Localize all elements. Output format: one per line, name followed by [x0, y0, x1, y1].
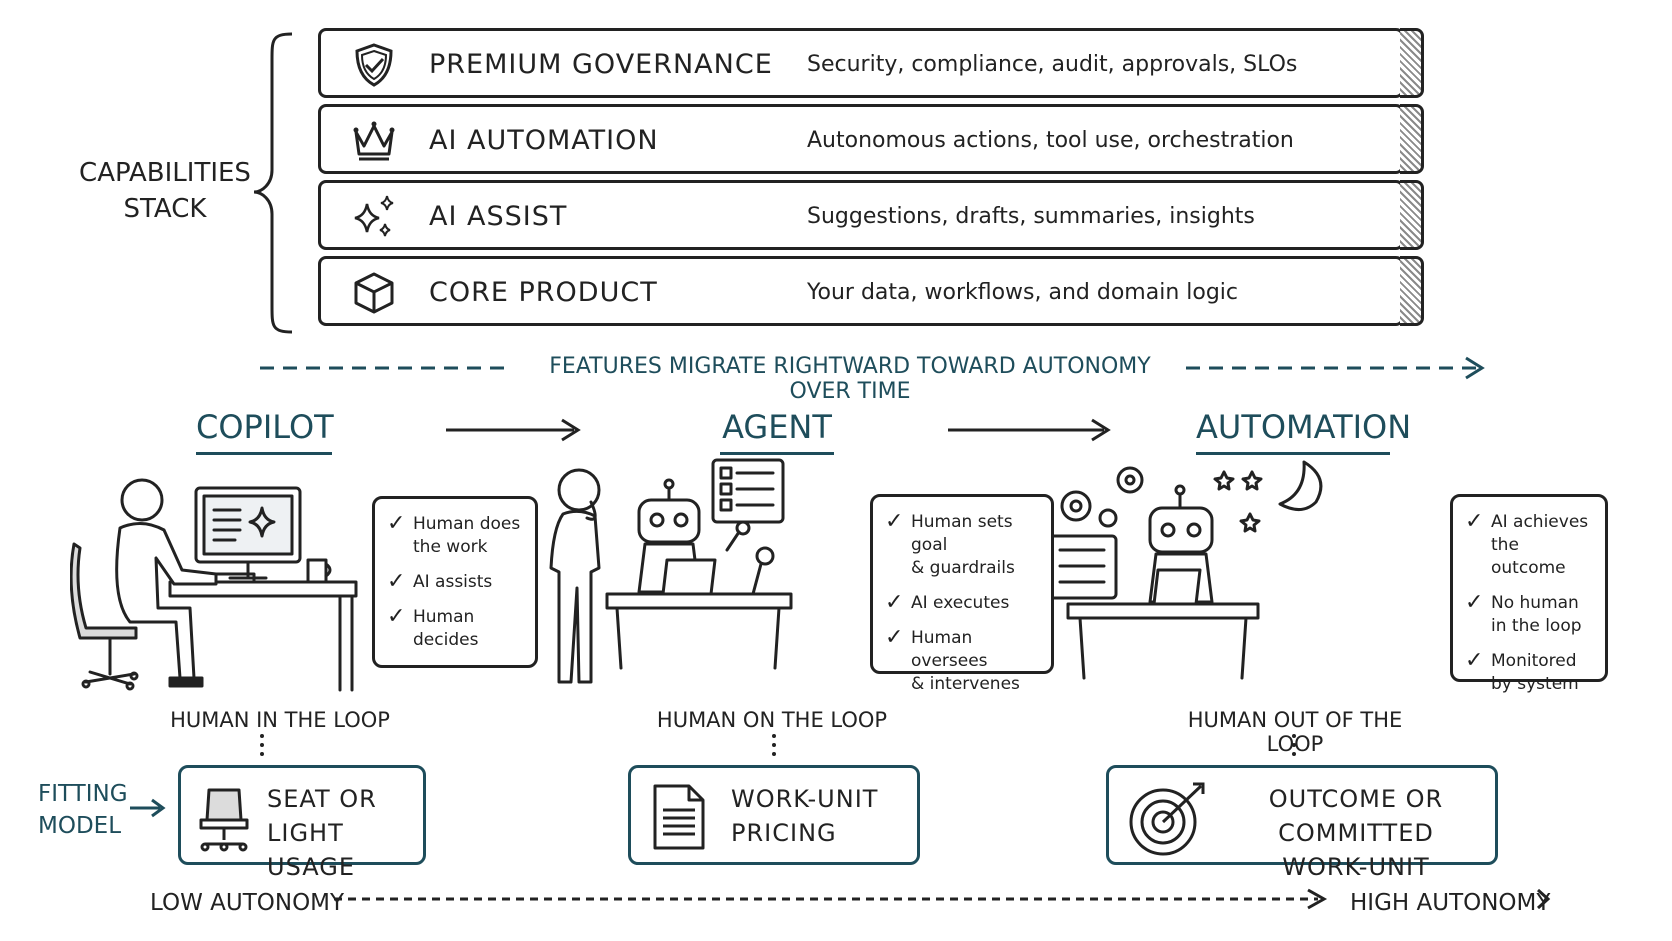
layer-premium-governance: PREMIUM GOVERNANCE Security, compliance,…: [318, 28, 1404, 98]
layer-side: [1400, 256, 1424, 326]
checkmark-icon: ✓: [1465, 648, 1484, 673]
agent-illustration: [549, 458, 793, 684]
model-text: OUTCOME OR COMMITTED WORK-UNIT: [1268, 785, 1444, 881]
axis-high-label: HIGH AUTONOMY: [1350, 890, 1551, 916]
checkmark-icon: ✓: [885, 625, 904, 650]
connector-dots: [260, 734, 264, 756]
sparkles-icon: [354, 195, 394, 237]
layer-side: [1400, 28, 1424, 98]
copilot-illustration: [70, 478, 358, 692]
layer-core-product: CORE PRODUCT Your data, workflows, and d…: [318, 256, 1404, 326]
automation-illustration: [1054, 460, 1323, 680]
loop-label-copilot: HUMAN IN THE LOOP: [170, 708, 390, 732]
fitting-model-label: FITTING MODEL: [38, 781, 128, 839]
connector-dots: [772, 734, 776, 756]
layer-description: Autonomous actions, tool use, orchestrat…: [807, 128, 1294, 153]
layer-name: CORE PRODUCT: [429, 277, 658, 308]
check-item: ✓Human oversees& intervenes: [885, 625, 1020, 695]
checkmark-icon: ✓: [387, 511, 406, 536]
layer-name: AI ASSIST: [429, 201, 568, 232]
checkmark-icon: ✓: [387, 604, 406, 629]
checkmark-icon: ✓: [1465, 590, 1484, 615]
model-text: WORK-UNIT PRICING: [731, 785, 879, 847]
stage-title-copilot: COPILOT: [196, 408, 334, 455]
checkmark-icon: ✓: [1465, 509, 1484, 534]
shield-check-icon: [355, 43, 393, 87]
model-text: SEAT OR LIGHT USAGE: [267, 785, 377, 881]
migration-label: FEATURES MIGRATE RIGHTWARD TOWARD AUTONO…: [549, 354, 1151, 404]
layer-side: [1400, 180, 1424, 250]
stage-title-automation: AUTOMATION: [1196, 408, 1411, 455]
axis-low-label: LOW AUTONOMY: [150, 890, 345, 916]
loop-label-agent: HUMAN ON THE LOOP: [656, 708, 888, 732]
layer-ai-automation: AI AUTOMATION Autonomous actions, tool u…: [318, 104, 1404, 174]
cube-icon: [354, 272, 394, 314]
agent-checklist: ✓Human sets goal& guardrails ✓AI execute…: [870, 494, 1054, 694]
layer-description: Your data, workflows, and domain logic: [807, 280, 1239, 305]
checkmark-icon: ✓: [885, 509, 904, 534]
crown-icon: [353, 121, 395, 161]
document-icon: [653, 784, 705, 850]
check-item: ✓Human sets goal& guardrails: [885, 509, 1015, 579]
layer-name: AI AUTOMATION: [429, 125, 659, 156]
model-box-seat: SEAT OR LIGHT USAGE: [178, 765, 426, 881]
capabilities-stack-label: CAPABILITIES STACK: [79, 158, 251, 224]
check-item: ✓AI executes: [885, 590, 1010, 615]
checkmark-icon: ✓: [387, 569, 406, 594]
connector-dots: [1292, 734, 1296, 756]
model-box-work-unit: WORK-UNIT PRICING: [628, 765, 920, 865]
target-arrow-icon: [1129, 782, 1205, 856]
layer-name: PREMIUM GOVERNANCE: [429, 49, 773, 80]
layer-description: Security, compliance, audit, approvals, …: [807, 52, 1298, 77]
layer-ai-assist: AI ASSIST Suggestions, drafts, summaries…: [318, 180, 1404, 250]
office-chair-icon: [199, 788, 249, 852]
check-item: ✓Human decides: [387, 604, 479, 651]
layer-side: [1400, 104, 1424, 174]
checkmark-icon: ✓: [885, 590, 904, 615]
stack-brace: [253, 32, 293, 334]
layer-description: Suggestions, drafts, summaries, insights: [807, 204, 1255, 229]
model-box-outcome: OUTCOME OR COMMITTED WORK-UNIT: [1106, 765, 1498, 881]
check-item: ✓AI assists: [387, 569, 493, 594]
stage-title-agent: AGENT: [720, 408, 834, 455]
